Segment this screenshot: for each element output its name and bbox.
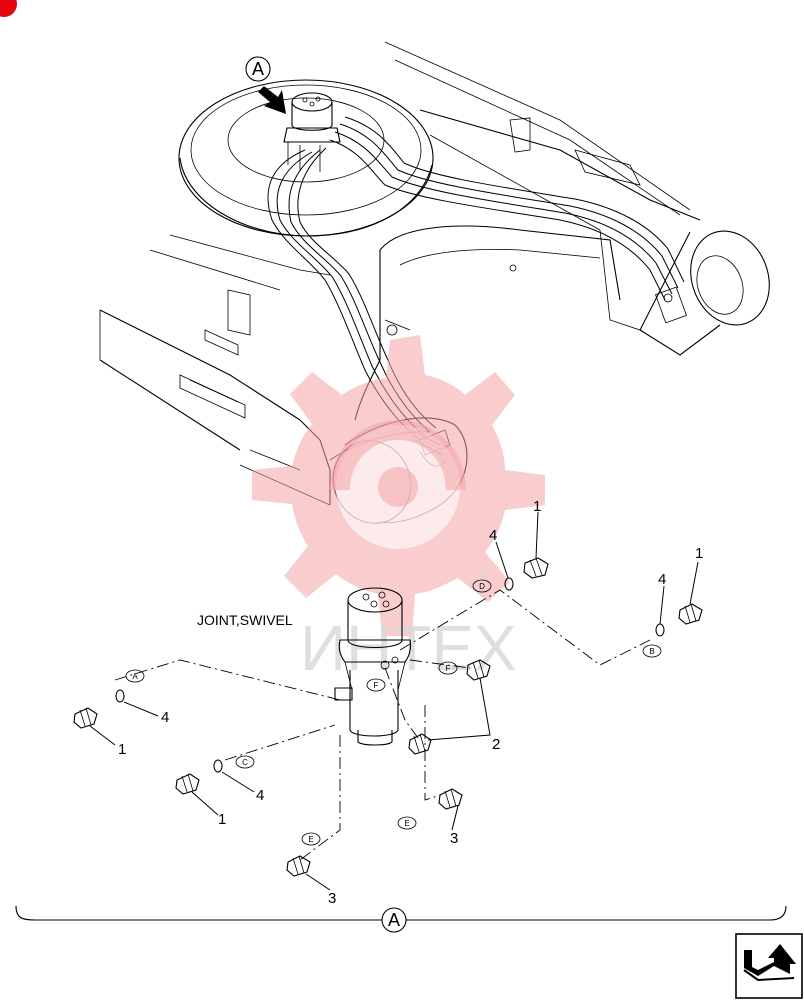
svg-text:E: E bbox=[404, 819, 409, 828]
hydraulic-hoses bbox=[267, 116, 687, 467]
callout-1: 1 bbox=[533, 498, 541, 515]
callout-3: 3 bbox=[328, 890, 336, 907]
port-tag-f-upper: F bbox=[438, 661, 458, 675]
callout-1: 1 bbox=[118, 741, 126, 758]
swivel-joint-installed bbox=[283, 92, 341, 172]
callout-3: 3 bbox=[450, 830, 458, 847]
callout-numbers: 1 4 1 4 1 4 1 4 2 3 3 bbox=[118, 498, 703, 907]
svg-text:B: B bbox=[649, 647, 654, 656]
svg-text:A: A bbox=[132, 672, 138, 681]
svg-text:D: D bbox=[479, 582, 485, 591]
callout-4: 4 bbox=[489, 527, 497, 544]
fitting-3-left bbox=[286, 855, 311, 877]
leader-lines bbox=[89, 511, 699, 891]
view-bracket: A bbox=[15, 905, 787, 933]
watermark-gear bbox=[252, 335, 545, 636]
view-a-bracket-label: A bbox=[388, 910, 400, 930]
fitting-1-c bbox=[175, 773, 200, 795]
view-a-indicator: A bbox=[245, 56, 286, 114]
corner-marker bbox=[0, 0, 17, 17]
svg-text:C: C bbox=[242, 758, 248, 767]
callout-4: 4 bbox=[161, 709, 169, 726]
component-title: JOINT,SWIVEL bbox=[197, 612, 293, 628]
callout-2: 2 bbox=[492, 736, 500, 753]
svg-text:F: F bbox=[374, 681, 379, 690]
callout-1: 1 bbox=[218, 811, 226, 828]
o-ring-4-b bbox=[655, 623, 665, 637]
svg-text:F: F bbox=[446, 664, 451, 673]
fitting-1-a bbox=[73, 707, 98, 729]
callout-4: 4 bbox=[256, 787, 264, 804]
port-tag-e-left: E bbox=[301, 832, 321, 846]
view-a-label: A bbox=[252, 59, 264, 79]
view-a-circle bbox=[245, 56, 271, 82]
fitting-3-right bbox=[438, 788, 463, 810]
view-a-bracket-circle bbox=[381, 907, 407, 933]
port-tag-f-lower: F bbox=[366, 678, 386, 692]
fitting-1-d bbox=[523, 557, 549, 579]
fittings bbox=[73, 557, 703, 877]
svg-text:E: E bbox=[308, 835, 313, 844]
port-tag-a: A bbox=[125, 669, 145, 683]
port-connection-lines bbox=[114, 589, 651, 861]
view-arrow-icon bbox=[258, 86, 286, 114]
callout-4: 4 bbox=[658, 571, 666, 588]
callout-1: 1 bbox=[695, 545, 703, 562]
port-tag-e-right: E bbox=[397, 816, 417, 830]
fitting-2-lower bbox=[408, 733, 432, 755]
port-tag-b: B bbox=[642, 644, 662, 658]
port-tags: A B C D E E F F bbox=[125, 579, 662, 846]
fitting-1-b bbox=[678, 603, 703, 625]
swivel-joint-exploded bbox=[334, 587, 412, 746]
port-tag-c: C bbox=[235, 755, 255, 769]
port-tag-d: D bbox=[472, 579, 492, 593]
next-page-arrow-icon[interactable] bbox=[735, 933, 803, 999]
o-ring-4-c bbox=[213, 759, 223, 773]
o-ring-4-a bbox=[115, 689, 125, 703]
o-ring-4-d bbox=[504, 577, 514, 591]
fitting-2-upper bbox=[466, 659, 491, 681]
nav-arrow-shape bbox=[744, 944, 796, 976]
watermark-text: ИНТЕХ bbox=[300, 612, 517, 684]
